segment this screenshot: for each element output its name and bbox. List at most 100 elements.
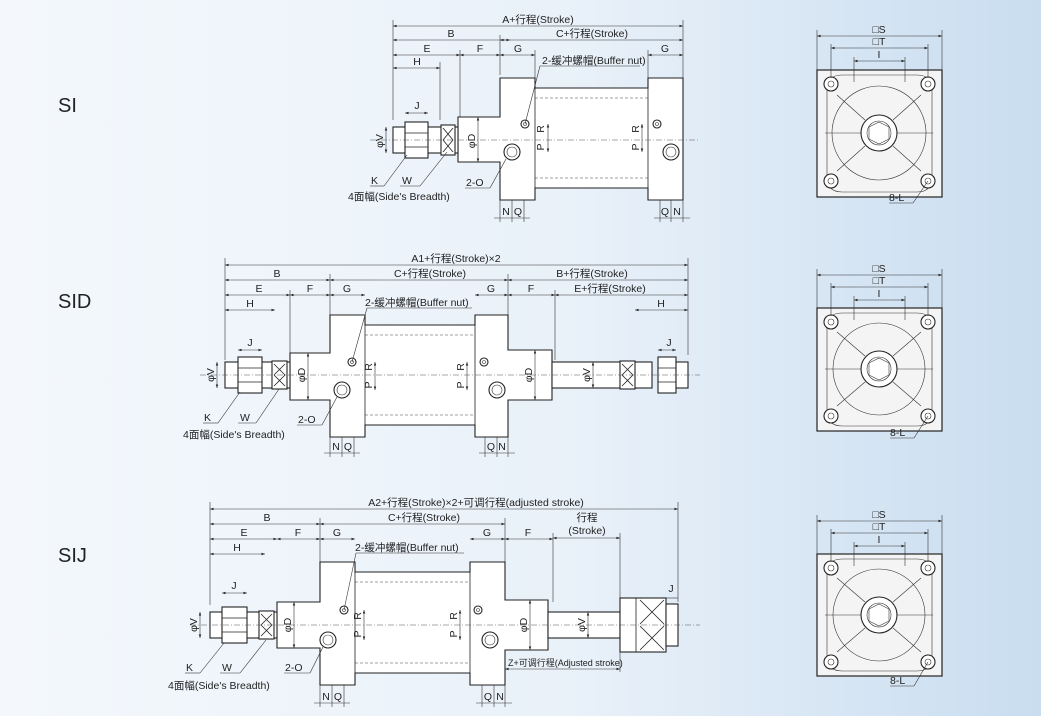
- si-dim-g-left: G: [514, 43, 522, 55]
- si-label-q-left: Q: [514, 206, 522, 218]
- si-dim-e: E: [423, 43, 430, 55]
- si-dim-j: J: [414, 100, 419, 112]
- sid-dim-h-left: H: [246, 298, 254, 310]
- sij-dim-e: E: [240, 527, 247, 539]
- si-dim-h: H: [413, 56, 421, 68]
- sij-dim-stroke-cn: 行程: [577, 511, 598, 524]
- sid-phi-d-right: φD: [523, 367, 535, 382]
- sij-dim-g-left: G: [333, 527, 341, 539]
- sid-end-view: □S □T I 8-L: [816, 263, 943, 439]
- si-p-left: P: [535, 143, 547, 150]
- sid-label-q-left: Q: [344, 441, 352, 453]
- sid-buffer-nut-label: 2-缓冲螺帽(Buffer nut): [365, 296, 469, 309]
- series-label-sid: SID: [58, 291, 91, 313]
- si-side-view: A+行程(Stroke) B C+行程(Stroke) E F G G H J: [348, 13, 700, 222]
- sid-dim-e-stroke: E+行程(Stroke): [574, 282, 645, 295]
- si-phi-v: φV: [374, 134, 386, 148]
- sij-dim-h: H: [233, 542, 241, 554]
- sid-dim-f-left: F: [307, 283, 313, 295]
- sij-end-view: □S □T I 8-L: [816, 509, 943, 687]
- sij-label-q-right: Q: [484, 691, 492, 703]
- sij-dim-a2-stroke: A2+行程(Stroke)×2+可调行程(adjusted stroke): [368, 496, 584, 509]
- si-r-right: R: [630, 125, 642, 133]
- sid-side-view: A1+行程(Stroke)×2 B C+行程(Stroke) B+行程(Stro…: [183, 252, 700, 457]
- sij-phi-v-left: φV: [188, 618, 200, 632]
- sij-dim-f-left: F: [295, 527, 301, 539]
- sid-phi-v-right: φV: [581, 368, 593, 382]
- sid-phi-v-left: φV: [205, 368, 217, 382]
- sid-dim-c-stroke: C+行程(Stroke): [394, 267, 466, 280]
- sid-side-breadth: 4面幅(Side's Breadth): [183, 428, 285, 441]
- sid-r-right: R: [455, 363, 467, 371]
- sid-two-o: 2-O: [298, 414, 316, 426]
- si-dim-f: F: [477, 43, 483, 55]
- si-label-n-left: N: [502, 206, 510, 218]
- sij-buffer-nut-label: 2-缓冲螺帽(Buffer nut): [355, 541, 459, 554]
- sij-phi-d-left: φD: [282, 617, 294, 632]
- sij-label-n-right: N: [496, 691, 504, 703]
- sij-dim-j-left: J: [231, 580, 236, 592]
- sid-dim-e: E: [255, 283, 262, 295]
- sij-r-left: R: [352, 612, 364, 620]
- sid-dim-b: B: [273, 268, 280, 280]
- sij-p-left: P: [352, 630, 364, 637]
- sid-label-n-left: N: [332, 441, 340, 453]
- series-label-si: SI: [58, 95, 77, 117]
- si-dim-a-stroke: A+行程(Stroke): [502, 13, 573, 26]
- sij-label-i: I: [878, 534, 881, 546]
- sid-dim-g-left: G: [343, 283, 351, 295]
- si-label-8l: 8-L: [889, 192, 904, 204]
- sij-phi-v-right: φV: [576, 618, 588, 632]
- sid-label-q-right: Q: [487, 441, 495, 453]
- si-phi-d: φD: [466, 133, 478, 148]
- si-r-left: R: [535, 125, 547, 133]
- sij-label-n-left: N: [322, 691, 330, 703]
- sij-dim-stroke-en: (Stroke): [568, 525, 605, 537]
- sid-label-i: I: [878, 288, 881, 300]
- sid-phi-d-left: φD: [296, 367, 308, 382]
- sij-dim-g-right: G: [483, 527, 491, 539]
- sij-dim-j-right: J: [668, 583, 673, 595]
- si-label-q-right: Q: [661, 206, 669, 218]
- si-end-view: □S □T I 8-L: [816, 24, 943, 204]
- sij-dim-b: B: [263, 512, 270, 524]
- sid-label-sq-t: □T: [873, 275, 886, 287]
- sij-phi-d-right: φD: [518, 617, 530, 632]
- si-label-w: W: [402, 175, 412, 187]
- sid-label-8l: 8-L: [890, 427, 905, 439]
- sij-label-sq-t: □T: [873, 521, 886, 533]
- sid-label-sq-s: □S: [872, 263, 885, 275]
- sij-side-breadth: 4面幅(Side's Breadth): [168, 679, 270, 692]
- sij-r-right: R: [448, 612, 460, 620]
- series-label-sij: SIJ: [58, 545, 87, 567]
- sij-label-w: W: [222, 662, 232, 674]
- sij-dim-f-right: F: [525, 527, 531, 539]
- sid-r-left: R: [363, 363, 375, 371]
- sij-p-right: P: [448, 630, 460, 637]
- sid-dim-h-right: H: [657, 298, 665, 310]
- sij-label-q-left: Q: [334, 691, 342, 703]
- sid-dim-a1-stroke: A1+行程(Stroke)×2: [411, 252, 500, 265]
- sij-dim-c-stroke: C+行程(Stroke): [388, 511, 460, 524]
- si-label-i: I: [878, 49, 881, 61]
- sij-two-o: 2-O: [285, 662, 303, 674]
- si-label-k: K: [371, 175, 378, 187]
- sid-label-k: K: [204, 412, 211, 424]
- sid-dim-g-right: G: [487, 283, 495, 295]
- sid-dim-j-right: J: [666, 337, 671, 349]
- sid-p-left: P: [363, 381, 375, 388]
- si-dim-b: B: [447, 28, 454, 40]
- si-dim-g-right: G: [661, 43, 669, 55]
- sid-dim-b-stroke: B+行程(Stroke): [556, 267, 627, 280]
- si-two-o: 2-O: [466, 177, 484, 189]
- si-label-sq-t: □T: [873, 36, 886, 48]
- si-dim-c-stroke: C+行程(Stroke): [556, 27, 628, 40]
- sij-label-8l: 8-L: [890, 675, 905, 687]
- sid-dim-f-right: F: [528, 283, 534, 295]
- sid-dim-j-left: J: [247, 337, 252, 349]
- si-side-breadth: 4面幅(Side's Breadth): [348, 190, 450, 203]
- si-p-right: P: [630, 143, 642, 150]
- sid-label-w: W: [240, 412, 250, 424]
- sid-p-right: P: [455, 381, 467, 388]
